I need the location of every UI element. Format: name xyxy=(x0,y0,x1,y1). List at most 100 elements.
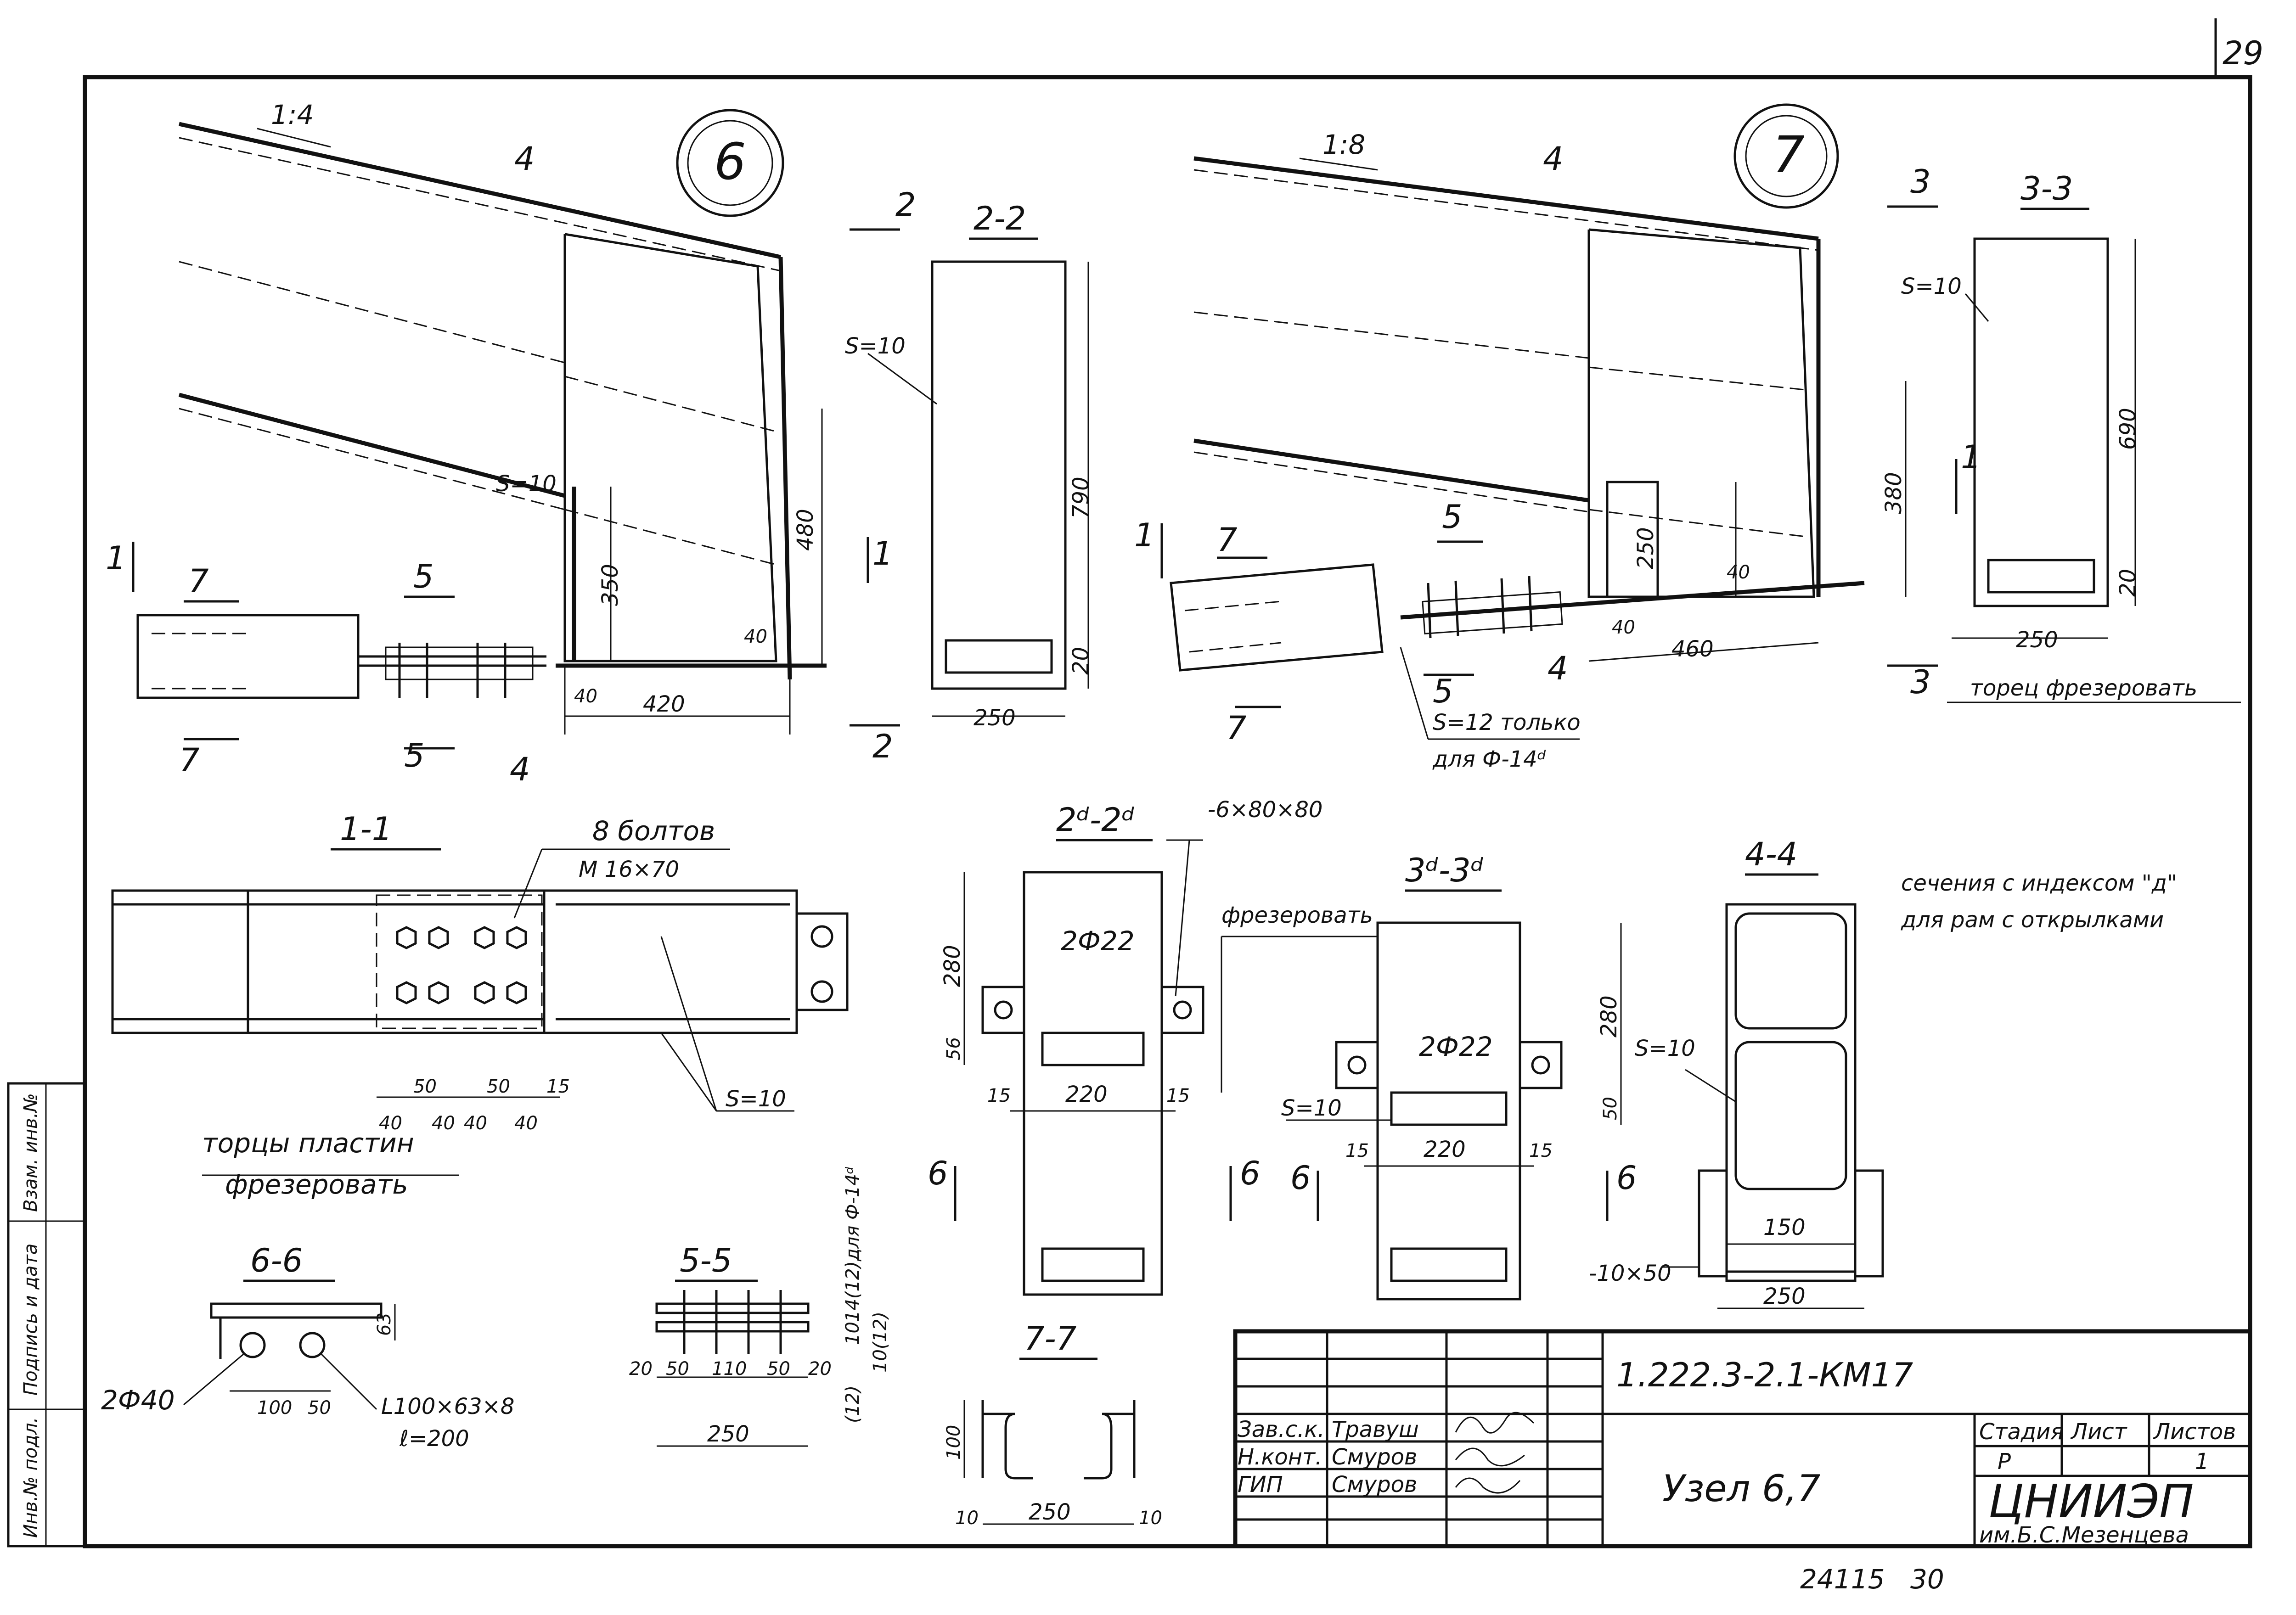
section-title: 7-7 xyxy=(1024,1320,1076,1357)
title-block xyxy=(1233,1329,2252,1548)
sheets-total: 1 xyxy=(2195,1449,2209,1475)
section-title: 6-6 xyxy=(250,1242,303,1279)
section-mark-label: 7 xyxy=(1226,709,1247,747)
section-title: 5-5 xyxy=(680,1242,732,1279)
dim-label: 50 xyxy=(487,1076,510,1097)
section-7-7 xyxy=(963,1357,1136,1525)
node-6-label: 6 xyxy=(714,132,746,191)
note-text: для Ф-14ᵈ xyxy=(1432,746,1546,772)
dim-label: 40 xyxy=(744,626,767,647)
section-title: 2-2 xyxy=(974,200,1026,237)
node-7-elevation: 7 1:8 xyxy=(1170,103,1907,740)
thickness-label: S=10 xyxy=(1281,1095,1342,1121)
dim-label: 100 xyxy=(943,1425,964,1460)
bolts-label: М 16×70 xyxy=(579,857,679,882)
dim-label: 100 xyxy=(257,1397,292,1419)
person-name: Смуров xyxy=(1332,1444,1417,1470)
section-5-5 xyxy=(655,1279,810,1447)
slope-label: 1:8 xyxy=(1322,129,1365,160)
section-mark-label: 5 xyxy=(1433,673,1453,710)
dim-label: 63 xyxy=(374,1312,395,1336)
dim-label: 350 xyxy=(597,564,623,606)
dim-label: 110 xyxy=(712,1358,747,1379)
dim-label: 220 xyxy=(1065,1082,1108,1107)
dim-label: 20 xyxy=(2115,569,2141,597)
section-mark-label: 1 xyxy=(106,539,126,577)
note-text: торец фрезеровать xyxy=(1970,675,2197,701)
thickness-label: S=10 xyxy=(726,1086,786,1112)
side-stamp-label: Подпись и дата xyxy=(20,1244,41,1396)
plate-label: -6×80×80 xyxy=(1208,797,1322,823)
dim-label: 280 xyxy=(940,945,965,987)
dim-label: 56 xyxy=(943,1037,964,1060)
dim-label: 380 xyxy=(1881,472,1907,514)
dim-label: 480 xyxy=(793,509,818,551)
section-title: 4-4 xyxy=(1745,836,1797,873)
role-label: Зав.с.к. xyxy=(1238,1417,1325,1442)
angle-label: L100×63×8 xyxy=(381,1394,514,1419)
section-1-1-plan xyxy=(111,848,849,1176)
dim-label: 10 xyxy=(1139,1508,1162,1529)
section-mark-label: 4 xyxy=(1543,140,1564,178)
section-mark-label: 1 xyxy=(1134,516,1155,554)
section-title: 2ᵈ-2ᵈ xyxy=(1056,801,1135,839)
thickness-label: S=10 xyxy=(1901,274,1962,299)
section-mark-label: 5 xyxy=(413,558,434,595)
dim-label: 15 xyxy=(1345,1140,1369,1161)
note-text: торцы пластин xyxy=(202,1127,414,1159)
mill-note: фрезеровать xyxy=(1221,903,1373,928)
section-mark-label: 7 xyxy=(179,741,200,779)
section-mark-label: 6 xyxy=(1240,1155,1261,1192)
dim-label: 250 xyxy=(1633,527,1659,569)
dim-label: 250 xyxy=(707,1421,749,1447)
dim-label: 40 xyxy=(379,1113,402,1134)
section-4-4 xyxy=(1662,873,1884,1309)
section-mark-label: 7 xyxy=(1217,521,1238,559)
dim-label: 250 xyxy=(974,705,1016,731)
dim-label: 40 xyxy=(1727,562,1750,583)
dim-label: 420 xyxy=(643,691,685,717)
drawing-frame xyxy=(7,18,2252,1548)
bolts-label: 8 болтов xyxy=(592,815,715,847)
section-title: 3ᵈ-3ᵈ xyxy=(1405,852,1484,889)
section-title: 3-3 xyxy=(2020,170,2073,207)
wall-thickness-label: S=10 xyxy=(496,471,557,497)
dim-label: 250 xyxy=(1029,1499,1071,1525)
dim-label: 150 xyxy=(1763,1215,1806,1240)
thickness-label: S=10 xyxy=(1635,1036,1695,1061)
section-title: 1-1 xyxy=(340,810,392,848)
stage-value: Р xyxy=(1998,1449,2011,1475)
role-label: ГИП xyxy=(1238,1472,1283,1497)
section-mark-label: 6 xyxy=(1290,1159,1311,1197)
dim-label: 50 xyxy=(413,1076,437,1097)
section-mark-label: 6 xyxy=(1616,1159,1637,1197)
signature xyxy=(1455,1412,1535,1494)
section-marker: 1 1 3 3 4 4 5 5 7 7 xyxy=(1134,140,1981,747)
dim-label: 14(12)для Ф-14ᵈ xyxy=(842,1166,863,1322)
dim-label: 10(12) xyxy=(870,1312,891,1373)
dim-label: 790 xyxy=(1068,477,1094,519)
organization: ЦНИИЭП xyxy=(1988,1475,2194,1528)
dim-label: 15 xyxy=(546,1076,570,1097)
section-marker: 1 1 2 2 4 4 5 5 7 7 xyxy=(106,140,916,788)
sheets-header: Листов xyxy=(2153,1419,2236,1445)
section-mark-label: 4 xyxy=(1548,650,1568,687)
note-text: сечения с индексом "д" xyxy=(1901,870,2177,896)
section-mark-label: 2 xyxy=(895,186,916,224)
stage-header: Стадия xyxy=(1979,1419,2064,1445)
section-mark-label: 3 xyxy=(1910,163,1931,201)
drawing-name: Узел 6,7 xyxy=(1662,1467,1820,1510)
section-mark-label: 6 xyxy=(928,1155,948,1192)
side-stamp-label: Инв.№ подл. xyxy=(20,1417,41,1538)
section-mark-label: 2 xyxy=(872,728,893,765)
dim-label: 220 xyxy=(1424,1137,1466,1162)
drawing-code: 1.222.3-2.1-КМ17 xyxy=(1616,1356,1913,1394)
section-2-2 xyxy=(867,237,1089,717)
dim-label: 20 xyxy=(629,1358,653,1379)
footer-number: 24115 xyxy=(1800,1564,1885,1595)
dim-label: 10 xyxy=(955,1508,979,1529)
side-stamp-label: Взам. инв.№ xyxy=(20,1093,41,1212)
holes-label: 2Ф40 xyxy=(101,1385,175,1416)
section-mark-label: 1 xyxy=(872,535,893,572)
